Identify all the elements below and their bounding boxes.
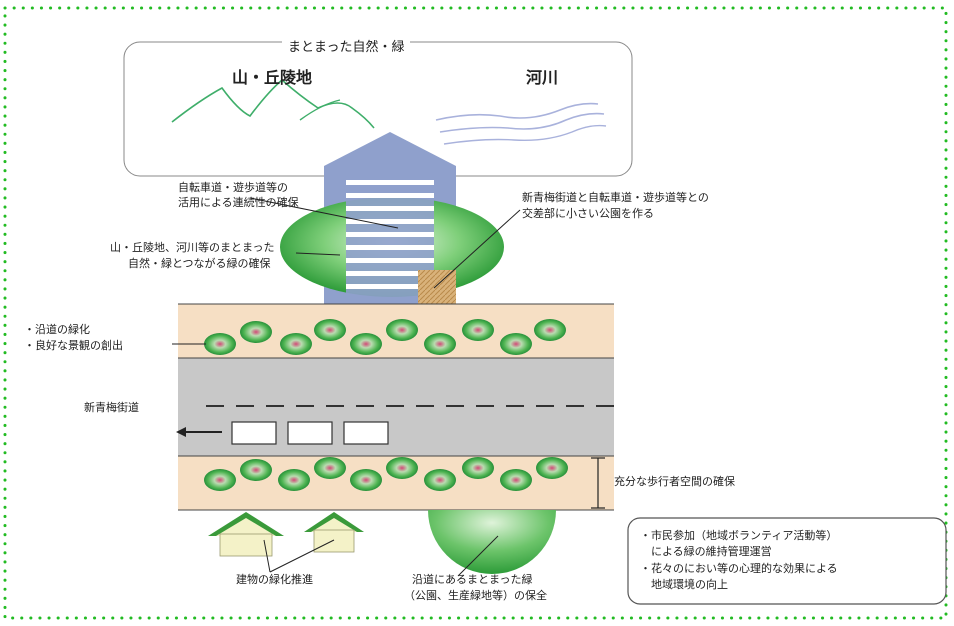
building-greening-label: 建物の緑化推進 — [236, 573, 313, 586]
mountain-label: 山・丘陵地 — [232, 68, 313, 87]
info-line-1: ・市民参加（地域ボランティア活動等） — [640, 529, 838, 542]
trees-bottom — [204, 457, 568, 491]
river-label: 河川 — [526, 68, 559, 87]
intersection-park-label-2: 交差部に小さい公園を作る — [522, 207, 654, 220]
info-box — [627, 517, 947, 605]
sidewalk-space-label: 充分な歩行者空間の確保 — [614, 475, 735, 488]
bicycle-path-label-1: 自転車道・遊歩道等の — [178, 181, 288, 194]
leader-line — [263, 539, 271, 573]
building — [304, 512, 364, 553]
trees-top — [204, 319, 566, 355]
roadside-green-preserve-label-1: 沿道にあるまとまった緑 — [412, 573, 533, 586]
roadside-greening-label-2: ・良好な景観の創出 — [24, 339, 123, 352]
leader-line — [249, 197, 399, 229]
building — [208, 512, 284, 557]
leader-line — [457, 535, 499, 577]
mountain-line — [171, 78, 375, 129]
nature-box-title: まとまった自然・緑 — [282, 36, 411, 55]
car — [343, 421, 389, 445]
leader-line — [295, 252, 341, 256]
traffic-arrow-head — [176, 427, 186, 437]
river-line-2 — [439, 112, 605, 133]
green-connection-label-2: 自然・緑とつながる緑の確保 — [128, 257, 271, 270]
car — [287, 421, 333, 445]
info-line-4: 地域環境の向上 — [640, 578, 728, 591]
car — [231, 421, 277, 445]
bicycle-path-label-2: 活用による連続性の確保 — [178, 196, 299, 209]
small-park — [418, 270, 456, 304]
dotted-frame — [3, 6, 948, 620]
intersection-park-label-1: 新青梅街道と自転車道・遊歩道等との — [522, 191, 709, 204]
green-connection-label-1: 山・丘陵地、河川等のまとまった — [110, 241, 275, 254]
river-line-3 — [443, 124, 607, 145]
road-name-label: 新青梅街道 — [84, 401, 139, 414]
leader-line — [269, 539, 335, 573]
roadside-green-preserve-label-2: （公園、生産緑地等）の保全 — [404, 589, 547, 602]
info-line-2: による緑の維持管理運営 — [640, 545, 772, 558]
mountain-line-2 — [299, 99, 341, 121]
roadside-greening-label-1: ・沿道の緑化 — [24, 323, 90, 336]
info-line-3: ・花々のにおい等の心理的な効果による — [640, 562, 838, 575]
river-line-1 — [435, 102, 599, 121]
leader-line — [433, 209, 521, 289]
